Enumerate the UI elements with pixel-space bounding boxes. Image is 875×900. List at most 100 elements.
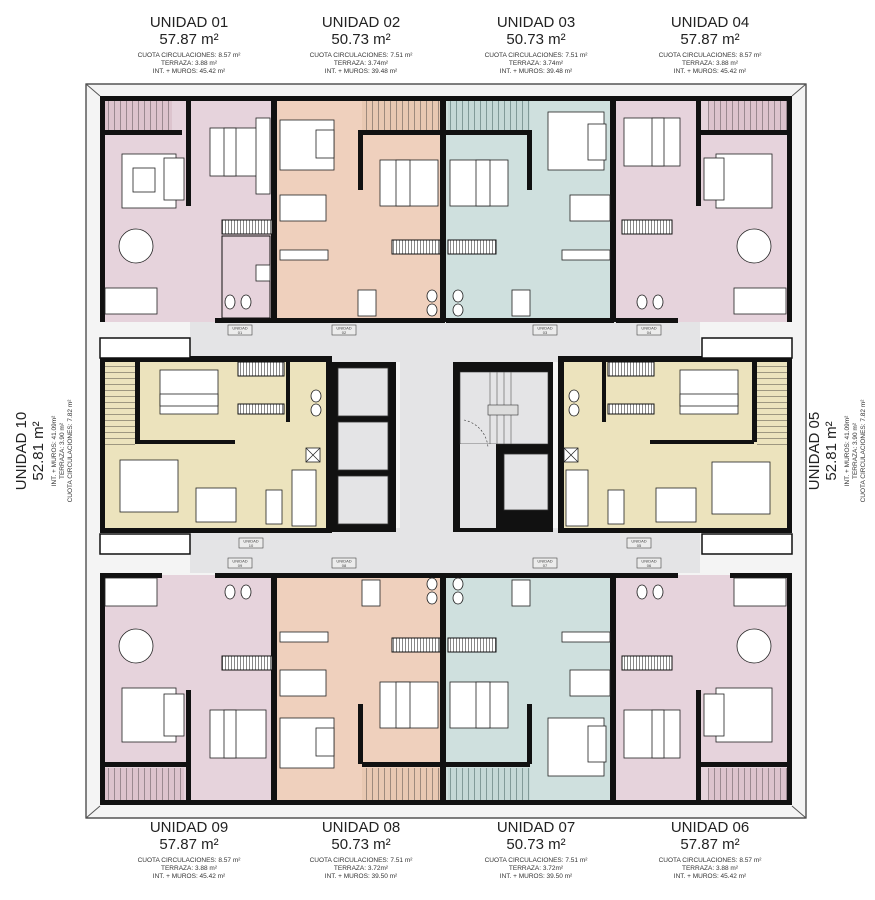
svg-text:UNIDAD: UNIDAD xyxy=(641,326,656,331)
shower-icon xyxy=(511,579,531,607)
svg-text:UNIDAD: UNIDAD xyxy=(232,326,247,331)
closet-icon xyxy=(221,655,273,671)
unit-06-floorplan xyxy=(616,573,792,805)
bed-icon xyxy=(159,369,219,415)
corridor-tag-08: UNIDAD 08 xyxy=(331,557,357,569)
unit-int-muros: INT. + MUROS: 45.42 m² xyxy=(152,68,226,75)
svg-text:UNIDAD: UNIDAD xyxy=(336,559,351,564)
sofa-icon xyxy=(715,687,773,743)
closet-icon xyxy=(621,219,673,235)
unit-label-06: UNIDAD 06 57.87 m² CUOTA CIRCULACIONES: … xyxy=(610,819,810,881)
unit-area: 57.87 m² xyxy=(680,31,740,48)
terrace-06 xyxy=(708,768,790,802)
svg-text:01: 01 xyxy=(238,330,243,335)
corridor-tags: UNIDAD 01 UNIDAD 02 UNIDAD 03 UNIDAD 04 … xyxy=(227,324,662,569)
unit-cuota: CUOTA CIRCULACIONES: 7.51 m² xyxy=(484,52,588,59)
unit-int-muros: INT. + MUROS: 39.50 m² xyxy=(324,873,398,880)
unit-area: 50.73 m² xyxy=(506,836,566,853)
svg-text:UNIDAD: UNIDAD xyxy=(336,326,351,331)
unit-name: UNIDAD 07 xyxy=(496,819,576,836)
svg-text:UNIDAD: UNIDAD xyxy=(631,539,646,544)
bidet-icon xyxy=(452,303,464,317)
kitchen-counter-icon xyxy=(279,249,329,261)
kitchen-counter-icon xyxy=(279,631,329,643)
terrace-09 xyxy=(102,768,184,802)
unit-terraza: TERRAZA: 3.88 m² xyxy=(682,865,738,872)
unit-label-08: UNIDAD 08 50.73 m² CUOTA CIRCULACIONES: … xyxy=(261,819,461,881)
elevator-icon xyxy=(503,453,549,511)
bed-icon xyxy=(679,369,739,415)
bidet-icon xyxy=(652,584,664,600)
unit-terraza: TERRAZA: 3.74m² xyxy=(333,60,389,67)
unit-name: UNIDAD 08 xyxy=(321,819,401,836)
unit-int-muros: INT. + MUROS: 39.50 m² xyxy=(499,873,573,880)
corridor-tag-10: UNIDAD 10 xyxy=(238,537,264,549)
bidet-icon xyxy=(568,403,580,417)
terrace-02 xyxy=(362,98,444,130)
unit-area: 57.87 m² xyxy=(159,31,219,48)
unit-name: UNIDAD 01 xyxy=(149,14,229,31)
svg-text:09: 09 xyxy=(238,563,243,568)
svg-text:06: 06 xyxy=(647,563,652,568)
dining-table-icon xyxy=(118,628,154,664)
unit-07-floorplan xyxy=(446,573,616,805)
common-corridor xyxy=(190,320,700,573)
dining-table-icon xyxy=(195,487,237,523)
unit-cuota: CUOTA CIRCULACIONES: 8.57 m² xyxy=(658,52,762,59)
svg-text:UNIDAD: UNIDAD xyxy=(243,539,258,544)
unit-int-muros: INT. + MUROS: 45.42 m² xyxy=(673,68,747,75)
unit-int-muros: INT. + MUROS: 45.42 m² xyxy=(152,873,226,880)
dining-table-icon xyxy=(736,628,772,664)
unit-03-floorplan xyxy=(446,96,616,323)
sink-icon xyxy=(255,264,271,282)
unit-area: 57.87 m² xyxy=(680,836,740,853)
terrace-07 xyxy=(448,768,530,802)
bed-icon xyxy=(209,709,267,759)
sofa-icon xyxy=(119,459,179,513)
kitchen-counter-icon xyxy=(561,249,611,261)
svg-text:02: 02 xyxy=(342,330,347,335)
svg-text:10: 10 xyxy=(249,543,254,548)
unit-04-floorplan xyxy=(616,96,792,323)
corridor-tag-07: UNIDAD 07 xyxy=(532,557,558,569)
kitchen-counter-icon xyxy=(733,287,787,315)
shower-icon xyxy=(361,579,381,607)
corridor-tag-06: UNIDAD 06 xyxy=(636,557,662,569)
terrace-10 xyxy=(103,365,135,445)
unit-terraza: TERRAZA: 3.88 m² xyxy=(682,60,738,67)
closet-icon xyxy=(221,219,273,235)
kitchen-counter-icon xyxy=(607,489,625,525)
unit-name: UNIDAD 09 xyxy=(149,819,229,836)
unit-area: 50.73 m² xyxy=(331,31,391,48)
unit-terraza: TERRAZA: 3.88 m² xyxy=(161,60,217,67)
kitchen-counter-icon xyxy=(104,287,158,315)
terrace-04 xyxy=(708,98,790,130)
unit-terraza: TERRAZA: 3.72m² xyxy=(508,865,564,872)
dining-table-icon xyxy=(569,194,611,222)
unit-terraza: TERRAZA: 3.88 m² xyxy=(161,865,217,872)
toilet-icon xyxy=(636,584,648,600)
toilet-icon xyxy=(224,294,236,310)
unit-terraza: TERRAZA: 3.74m² xyxy=(508,60,564,67)
corridor-tag-01: UNIDAD 01 xyxy=(227,324,253,336)
bidet-icon xyxy=(426,591,438,605)
kitchen-counter-icon xyxy=(104,577,158,607)
stair-core xyxy=(453,362,553,532)
kitchen-counter-icon xyxy=(265,489,283,525)
kitchen-counter-icon xyxy=(561,631,611,643)
corridor-tag-09: UNIDAD 09 xyxy=(227,557,253,569)
corridor-tag-03: UNIDAD 03 xyxy=(532,324,558,336)
unit-label-04: UNIDAD 04 57.87 m² CUOTA CIRCULACIONES: … xyxy=(610,14,810,76)
closet-icon xyxy=(447,637,497,653)
unit-10-floorplan xyxy=(100,356,332,533)
corridor-tag-04: UNIDAD 04 xyxy=(636,324,662,336)
unit-name: UNIDAD 04 xyxy=(670,14,750,31)
toilet-icon xyxy=(426,577,438,591)
svg-text:04: 04 xyxy=(647,330,652,335)
svg-text:UNIDAD: UNIDAD xyxy=(537,326,552,331)
terrace-01 xyxy=(102,98,172,130)
svg-text:UNIDAD: UNIDAD xyxy=(641,559,656,564)
dining-table-icon xyxy=(279,194,327,222)
toilet-icon xyxy=(636,294,648,310)
